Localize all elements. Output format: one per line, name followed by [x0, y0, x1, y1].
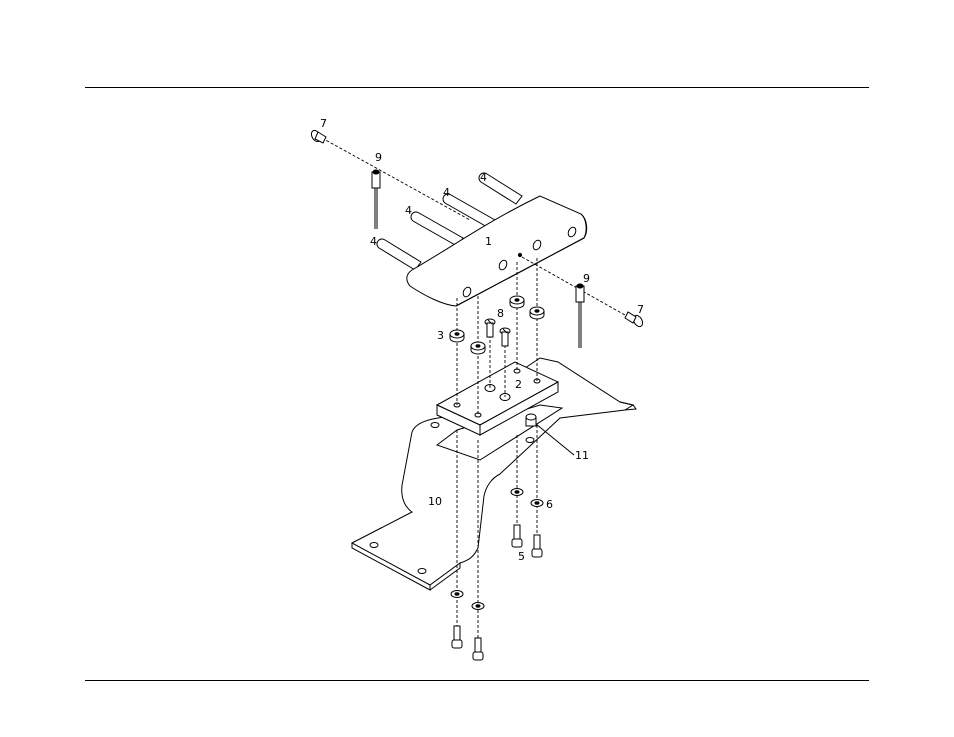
- callout-9a: 9: [375, 151, 382, 164]
- flat-head-screws: [485, 319, 510, 346]
- callout-4a: 4: [480, 171, 487, 184]
- callout-11: 11: [575, 449, 589, 462]
- callout-7a: 7: [320, 117, 327, 130]
- callout-3: 3: [437, 329, 444, 342]
- callout-8: 8: [497, 307, 504, 320]
- arm-part: [407, 196, 587, 306]
- callout-5: 5: [518, 550, 525, 563]
- callout-9b: 9: [583, 272, 590, 285]
- callout-2: 2: [515, 378, 522, 391]
- washers-upper: [450, 296, 544, 354]
- callout-4c: 4: [405, 204, 412, 217]
- callout-6: 6: [546, 498, 553, 511]
- callout-7b: 7: [637, 303, 644, 316]
- side-screws: [310, 129, 645, 328]
- callout-4b: 4: [443, 186, 450, 199]
- callout-10: 10: [428, 495, 442, 508]
- callout-4d: 4: [370, 235, 377, 248]
- callout-1: 1: [485, 235, 492, 248]
